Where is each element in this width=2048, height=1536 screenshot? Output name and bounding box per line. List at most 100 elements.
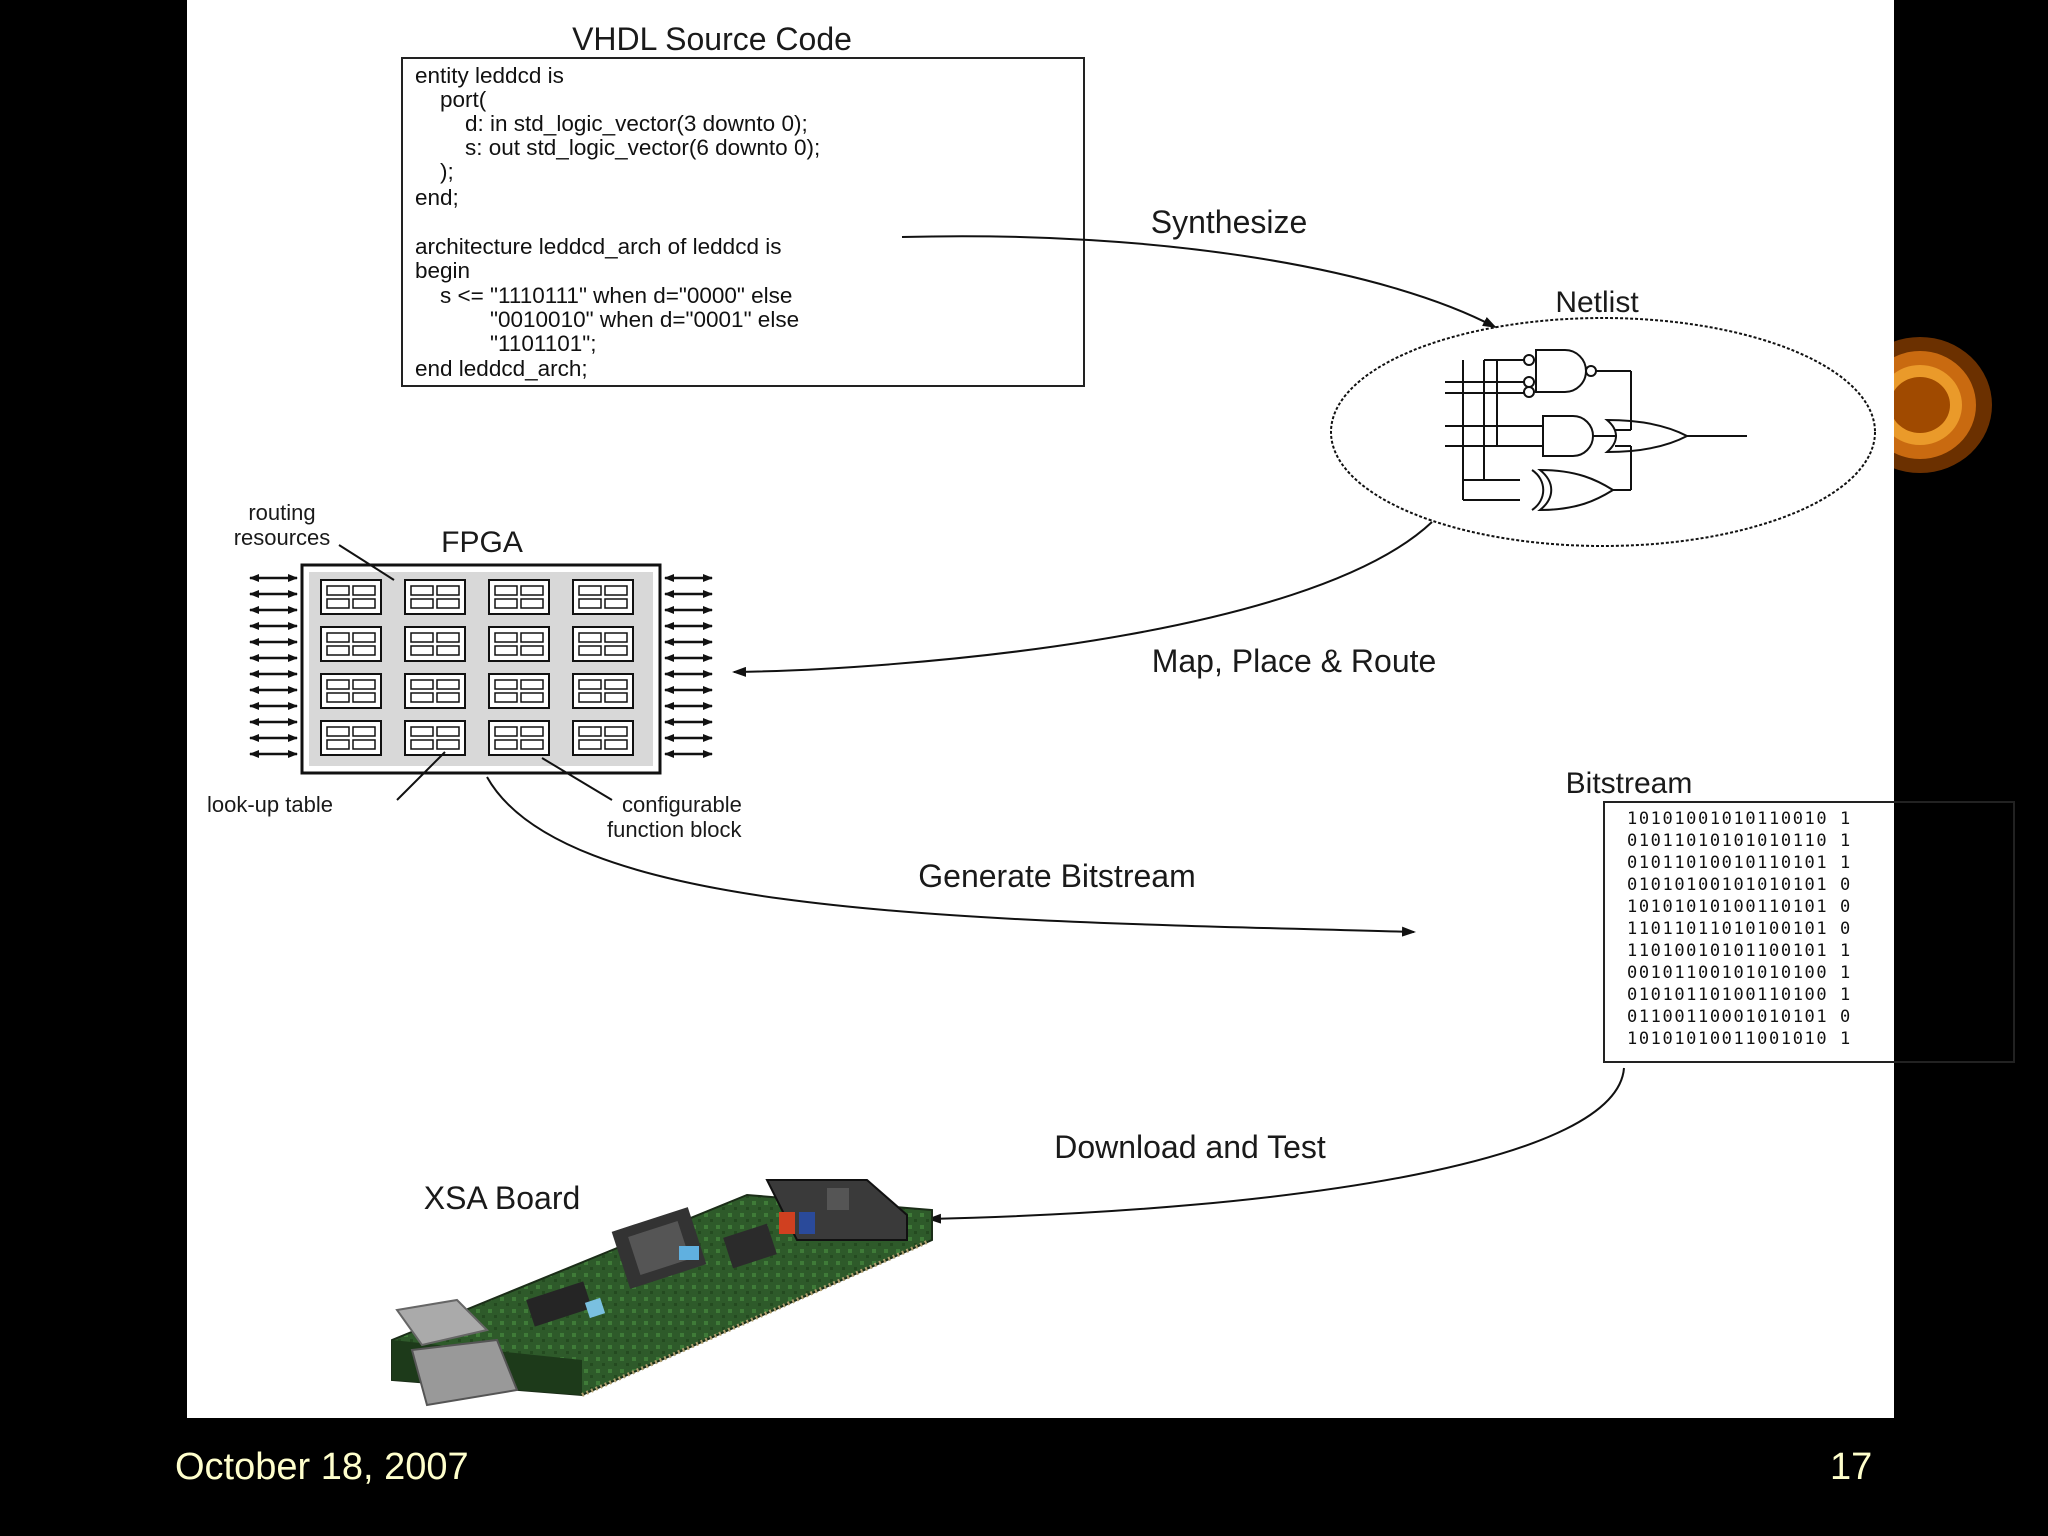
look-up-table	[578, 739, 602, 750]
look-up-table	[326, 739, 350, 750]
look-up-table	[436, 632, 460, 643]
look-up-table	[578, 645, 602, 656]
xsa-board-label: XSA Board	[424, 1180, 581, 1216]
footer-date: October 18, 2007	[175, 1446, 469, 1488]
io-arrows-left	[249, 574, 298, 758]
slide-panel: entity leddcd is port( d: in std_logic_v…	[187, 0, 2015, 1418]
look-up-table	[604, 645, 628, 656]
configurable-function-block	[488, 579, 550, 615]
cfb-pointer	[541, 757, 613, 801]
bitstream-line: 11011011010100101 0	[1627, 919, 1852, 939]
code-line: s <= "1110111" when d="0000" else	[415, 283, 793, 308]
vhdl-code-box	[401, 57, 1085, 387]
look-up-table	[352, 726, 376, 737]
configurable-function-block	[404, 626, 466, 662]
look-up-table	[604, 598, 628, 609]
configurable-function-block	[488, 626, 550, 662]
fpga-label: FPGA	[441, 526, 523, 559]
look-up-table	[410, 585, 434, 596]
look-up-table	[604, 739, 628, 750]
look-up-table	[494, 585, 518, 596]
look-up-table	[494, 632, 518, 643]
page-number: 17	[1830, 1446, 1873, 1488]
look-up-table	[604, 632, 628, 643]
look-up-table	[578, 679, 602, 690]
code-line: entity leddcd is	[415, 63, 564, 88]
configurable-function-block	[572, 626, 634, 662]
look-up-table	[410, 679, 434, 690]
configurable-function-block	[572, 579, 634, 615]
xsa-board-image	[391, 1179, 933, 1407]
map-place-route-label: Map, Place & Route	[1152, 643, 1437, 679]
configurable-function-block	[320, 720, 382, 756]
look-up-table	[326, 645, 350, 656]
look-up-table	[604, 726, 628, 737]
look-up-table	[520, 585, 544, 596]
look-up-table	[410, 632, 434, 643]
look-up-table	[494, 739, 518, 750]
look-up-table	[410, 726, 434, 737]
look-up-table	[352, 632, 376, 643]
look-up-table	[436, 645, 460, 656]
look-up-table	[604, 679, 628, 690]
look-up-table	[494, 692, 518, 703]
look-up-table	[520, 645, 544, 656]
look-up-table	[326, 726, 350, 737]
bitstream-line: 01011010101010110 1	[1627, 831, 1852, 851]
configurable-function-block	[488, 720, 550, 756]
bitstream-box	[1603, 801, 2015, 1063]
look-up-table	[520, 632, 544, 643]
synthesize-label: Synthesize	[1151, 204, 1308, 240]
bitstream-line: 00101100101010100 1	[1627, 963, 1852, 983]
configurable-function-block	[320, 673, 382, 709]
look-up-table	[494, 645, 518, 656]
look-up-table	[494, 726, 518, 737]
bitstream-line: 01010100101010101 0	[1627, 875, 1852, 895]
look-up-table	[494, 598, 518, 609]
synthesize-arrow	[901, 235, 1497, 328]
look-up-table	[352, 679, 376, 690]
bitstream-line: 01100110001010101 0	[1627, 1007, 1852, 1027]
logic-gates-icon	[1445, 349, 1747, 512]
look-up-table	[520, 679, 544, 690]
lut-label: look-up table	[207, 792, 333, 817]
look-up-table	[436, 726, 460, 737]
configurable-function-block	[404, 720, 466, 756]
configurable-function-block	[320, 579, 382, 615]
look-up-table	[520, 692, 544, 703]
generate-bitstream-label: Generate Bitstream	[918, 858, 1195, 894]
look-up-table	[352, 598, 376, 609]
look-up-table	[326, 679, 350, 690]
look-up-table	[326, 598, 350, 609]
code-line: d: in std_logic_vector(3 downto 0);	[415, 111, 808, 136]
cfb-label: function block	[607, 817, 743, 842]
netlist-ellipse	[1330, 317, 1876, 547]
look-up-table	[604, 692, 628, 703]
clb-grid	[320, 579, 634, 756]
look-up-table	[520, 739, 544, 750]
look-up-table	[410, 598, 434, 609]
look-up-table	[352, 645, 376, 656]
look-up-table	[436, 585, 460, 596]
configurable-function-block	[404, 579, 466, 615]
bitstream-line: 11010010101100101 1	[1627, 941, 1852, 961]
io-arrows-right	[664, 574, 713, 758]
bitstream-line: 10101001010110010 1	[1627, 809, 1852, 829]
look-up-table	[436, 692, 460, 703]
code-line: begin	[415, 258, 471, 283]
cfb-label: configurable	[622, 792, 742, 817]
configurable-function-block	[572, 720, 634, 756]
code-line: "1101101";	[415, 331, 597, 356]
vhdl-title: VHDL Source Code	[572, 21, 852, 57]
look-up-table	[410, 692, 434, 703]
look-up-table	[352, 585, 376, 596]
code-line: s: out std_logic_vector(6 downto 0);	[415, 135, 821, 160]
look-up-table	[410, 645, 434, 656]
bitstream-line: 10101010100110101 0	[1627, 897, 1852, 917]
map-place-route-arrow	[732, 521, 1433, 677]
routing-label: resources	[234, 525, 331, 550]
configurable-function-block	[404, 673, 466, 709]
code-line: architecture leddcd_arch of leddcd is	[415, 234, 782, 259]
configurable-function-block	[488, 673, 550, 709]
look-up-table	[436, 598, 460, 609]
